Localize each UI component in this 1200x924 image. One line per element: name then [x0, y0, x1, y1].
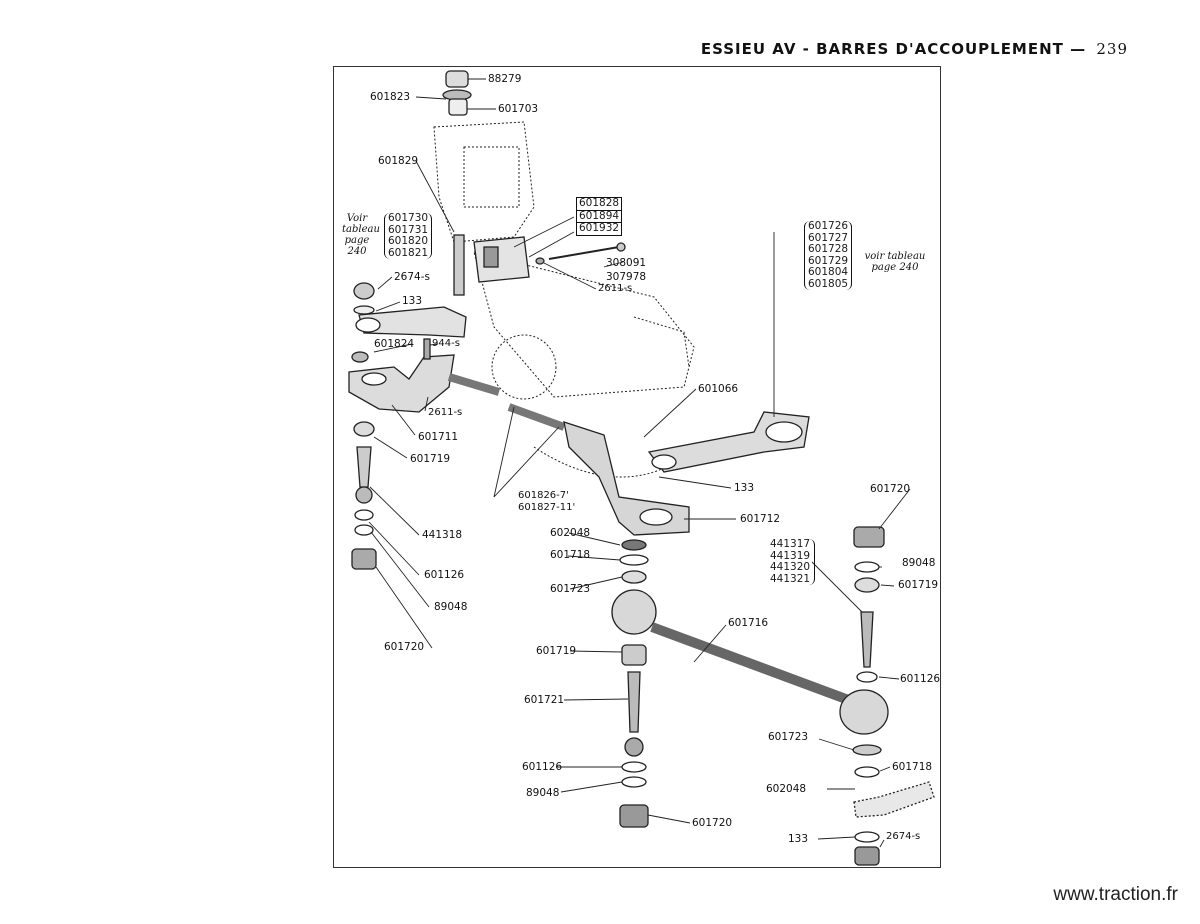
part-label-601718-right: 601718 [892, 761, 933, 773]
part-label-601723: 601723 [550, 583, 591, 595]
part-label-441318: 441318 [422, 529, 463, 541]
part-group-601726: 601726 601727 601728 601729 601804 60180… [804, 220, 853, 290]
page-header: ESSIEU AV - BARRES D'ACCOUPLEMENT — 239 [701, 40, 1128, 58]
part-label-601716: 601716 [728, 617, 769, 629]
part-label-601703: 601703 [498, 103, 539, 115]
part-label-602048: 602048 [550, 527, 591, 539]
part-label-601712: 601712 [740, 513, 781, 525]
steering-bracket [473, 236, 530, 283]
part-label-601126-lower: 601126 [522, 761, 563, 773]
lower-left-stack [619, 644, 649, 828]
right-steering-arm [647, 411, 810, 473]
part-label-601826: 601826-7' [518, 490, 569, 501]
part-label-2611-s: 2611-s [598, 283, 633, 294]
part-label-2611-s-lower: 2611-s [428, 407, 463, 418]
part-label-2674-s: 2674-s [394, 271, 430, 283]
part-group-601828-boxed: 601828 601894 601932 [576, 197, 623, 236]
center-washer-stack [619, 539, 649, 584]
part-label-601723-right: 601723 [768, 731, 809, 743]
page-title: ESSIEU AV - BARRES D'ACCOUPLEMENT — [700, 40, 1087, 58]
part-label-308091: 308091 [606, 257, 647, 269]
part-label-601720-lower: 601720 [692, 817, 733, 829]
part-label-133-center: 133 [734, 482, 755, 494]
part-label-307978: 307978 [606, 271, 647, 283]
right-side-stack [852, 526, 935, 866]
part-label-601721: 601721 [524, 694, 565, 706]
part-label-601829: 601829 [378, 155, 419, 167]
part-label-89048-lower: 89048 [526, 787, 560, 799]
left-pin-and-arm [353, 234, 467, 338]
part-label-89048: 89048 [434, 601, 468, 613]
part-label-89048-right: 89048 [902, 557, 936, 569]
part-label-601126: 601126 [424, 569, 465, 581]
top-nut-stack [442, 70, 472, 116]
long-bolt [535, 242, 626, 265]
page-number: 239 [1096, 40, 1128, 58]
drag-link-threaded [447, 373, 566, 431]
part-label-601126-right: 601126 [900, 673, 941, 685]
part-label-601719-right: 601719 [898, 579, 939, 591]
part-label-601720: 601720 [384, 641, 425, 653]
part-group-601730: 601730 601731 601820 601821 [384, 212, 433, 259]
part-label-601719: 601719 [410, 453, 451, 465]
part-label-2674-s-right: 2674-s [886, 831, 921, 842]
part-label-944-s: 944-s [432, 338, 460, 349]
part-label-601718: 601718 [550, 549, 591, 561]
part-label-133: 133 [402, 295, 423, 307]
part-label-601720-right: 601720 [870, 483, 911, 495]
part-label-88279: 88279 [488, 73, 522, 85]
part-label-601827: 601827-11' [518, 502, 576, 513]
center-lever [563, 421, 690, 536]
steering-housing-outline [433, 121, 695, 478]
diagram-frame: 88279 601823 601703 601829 Voir tableau … [333, 66, 941, 868]
part-label-601711: 601711 [418, 431, 459, 443]
part-group-441317: 441317 441319 441320 441321 [770, 538, 816, 585]
part-label-601824: 601824 [374, 338, 415, 350]
website-watermark: www.traction.fr [1053, 884, 1178, 905]
note-voir-tableau-left: Voir tableau page 240 [342, 213, 380, 257]
left-ball-pin [351, 421, 377, 570]
part-label-601066: 601066 [698, 383, 739, 395]
tie-rod [611, 589, 889, 735]
part-label-601719-lower: 601719 [536, 645, 577, 657]
part-label-602048-right: 602048 [766, 783, 807, 795]
part-label-601823: 601823 [370, 91, 411, 103]
leader-lines [368, 78, 911, 848]
part-label-133-right: 133 [788, 833, 809, 845]
exploded-parts-drawing [348, 70, 935, 866]
note-voir-tableau-right: voir tableau page 240 [864, 251, 926, 273]
